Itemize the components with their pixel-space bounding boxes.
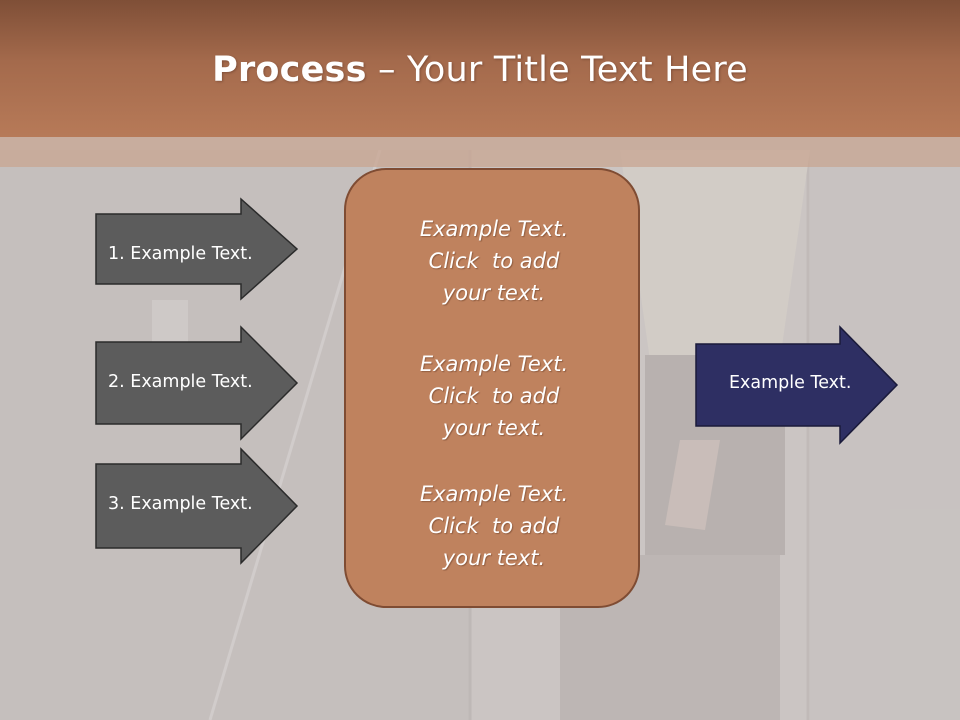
arrow-shape [695, 325, 899, 445]
process-arrow-1[interactable]: 1. Example Text. [95, 197, 300, 301]
text-block-3: Example Text. Click to add your text. [346, 478, 642, 574]
text-line: Example Text. [419, 217, 569, 241]
arrow-shape [95, 447, 299, 565]
title-bar [0, 0, 960, 137]
text-line: Click to add [428, 384, 560, 408]
center-text-box[interactable]: Example Text. Click to add your text. Ex… [344, 168, 640, 608]
arrow-label: Example Text. [729, 373, 852, 393]
arrow-label: 1. Example Text. [108, 244, 253, 264]
text-line: Example Text. [419, 482, 569, 506]
process-arrow-3[interactable]: 3. Example Text. [95, 447, 300, 565]
arrow-shape [95, 325, 299, 441]
slide-title[interactable]: Process – Your Title Text Here [0, 50, 960, 90]
text-line: Example Text. [419, 352, 569, 376]
text-line: your text. [442, 546, 546, 570]
text-line: your text. [442, 281, 546, 305]
arrow-shape [95, 197, 299, 301]
arrow-label: 2. Example Text. [108, 372, 253, 392]
text-line: your text. [442, 416, 546, 440]
title-bold: Process [212, 50, 367, 90]
text-line: Click to add [428, 249, 560, 273]
process-arrow-2[interactable]: 2. Example Text. [95, 325, 300, 441]
text-block-2: Example Text. Click to add your text. [346, 348, 642, 444]
title-rest: – Your Title Text Here [366, 50, 748, 90]
output-arrow[interactable]: Example Text. [695, 325, 900, 445]
title-strip [0, 137, 960, 167]
text-line: Click to add [428, 514, 560, 538]
arrow-label: 3. Example Text. [108, 494, 253, 514]
text-block-1: Example Text. Click to add your text. [346, 213, 642, 309]
